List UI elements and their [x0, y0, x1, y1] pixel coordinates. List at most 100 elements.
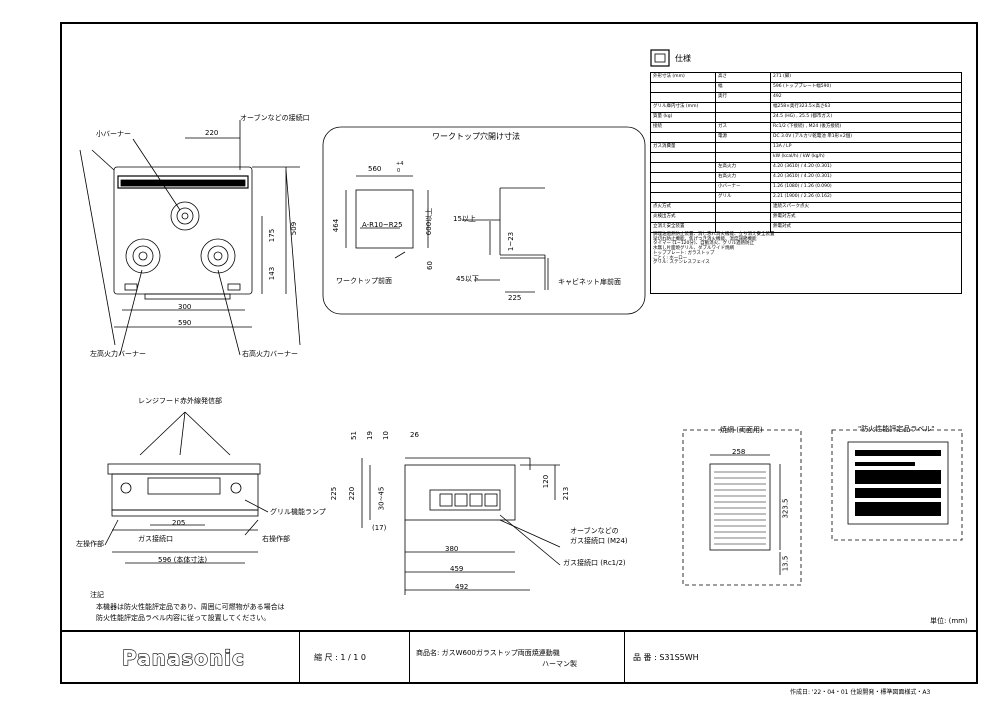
dim-26: 26 — [410, 431, 419, 439]
spec-row: 立消え安全装置 熱電対式 — [650, 222, 962, 233]
spec-note-line: タイマー (1~120分)、自動消火、グリル過熱防止 — [653, 241, 755, 247]
spec-note-line: 調理油過熱防止装置、消し忘れ消火機能、立ち消え安全装置 — [653, 232, 775, 237]
label-worktop-front: ワークトップ前面 — [336, 277, 392, 285]
dim-323: 323.5 — [781, 498, 790, 519]
spec-cell: 質量 (kg) — [650, 112, 716, 123]
scale-text: 縮 尺 : 1 / 1 0 — [314, 653, 366, 662]
product-cell: 商品名: ガスW600ガラストップ両面焼連動機 ハーマン製 — [410, 632, 625, 684]
note-title: 注記 — [90, 591, 104, 599]
label-rangehood: レンジフード赤外線発信部 — [138, 397, 222, 405]
spec-cell: 596 (トッププレート幅590) — [770, 82, 962, 93]
label-gas-port: ガス接続口 — [138, 535, 173, 543]
dim-220: 220 — [205, 129, 219, 137]
spec-cell — [650, 152, 716, 163]
dim-15: 15以上 — [453, 215, 476, 223]
spec-cell — [650, 132, 716, 143]
dim-10: 10 — [381, 431, 390, 440]
product-name: 商品名: ガスW600ガラストップ両面焼連動機 — [416, 649, 560, 657]
dim-220-side: 220 — [348, 486, 357, 501]
spec-cell — [650, 172, 716, 183]
model-number: 品 番 : S31S5WH — [633, 653, 699, 662]
spec-cell: 2.21 (1900) / 2.26 (0.162) — [770, 192, 962, 203]
spec-cell: 4.20 (3610) / 4.20 (0.301) — [770, 172, 962, 183]
spec-cell — [650, 82, 716, 93]
dim-225-worktop: 225 — [508, 294, 522, 302]
dim-560: 560 — [368, 165, 382, 173]
spec-cell: 立消え安全装置 — [650, 222, 716, 233]
spec-cell: 492 — [770, 92, 962, 103]
spec-cell: DC 3.0V (アルカリ乾電池 単1形×2個) — [770, 132, 962, 143]
spec-cell: 右高火力 — [715, 172, 771, 183]
spec-cell — [715, 202, 771, 213]
dim-300: 300 — [178, 303, 192, 311]
spec-cell: 高さ — [715, 72, 771, 83]
scale-cell: 縮 尺 : 1 / 1 0 — [300, 632, 410, 684]
spec-cell — [715, 112, 771, 123]
spec-cell: 接続 — [650, 122, 716, 133]
dim-600: 600以上 — [425, 207, 434, 236]
spec-note-line: グリル: ステンレスフェイス — [653, 260, 710, 266]
dim-492: 492 — [455, 583, 469, 591]
dim-213: 213 — [562, 486, 571, 501]
dim-258: 258 — [732, 448, 746, 456]
dim-51: 51 — [349, 431, 358, 440]
note-line1: 本機器は防火性能評定品であり、周囲に可燃物がある場合は — [96, 603, 285, 611]
label-gas-port-side: ガス接続口 (Rc1/2) — [563, 559, 626, 567]
label-cabinet-front: キャビネット扉前面 — [558, 278, 621, 286]
dim-459: 459 — [450, 565, 464, 573]
dim-464: 464 — [332, 218, 341, 233]
spec-cell: ガス — [715, 122, 771, 133]
spec-cell — [650, 192, 716, 203]
dim-45: 45以下 — [456, 275, 479, 283]
spec-notes: 調理油過熱防止装置、消し忘れ消火機能、立ち消え安全装置早切れ防止機能、焦げつき消… — [650, 232, 962, 294]
spec-cell: 小バーナー — [715, 182, 771, 193]
spec-cell — [715, 142, 771, 153]
model-cell: 品 番 : S31S5WH — [625, 632, 976, 684]
spec-row: 点火方式連続スパーク点火 — [650, 202, 962, 213]
note-line2: 防火性能評定品ラベル内容に従って設置してください。 — [96, 614, 271, 622]
spec-note-line: トッププレート: ガラストップ — [653, 250, 715, 256]
spec-row: 炎検出方式熱電対方式 — [650, 212, 962, 223]
spec-cell: 271 (脚) — [770, 72, 962, 83]
footer-text: 作成日: '22・04・01 住設開発・標準図面様式・A3 — [790, 689, 931, 696]
label-left-burner: 左高火力バーナー — [90, 350, 146, 358]
spec-cell: 外形寸法 (mm) — [650, 72, 716, 83]
product-maker: ハーマン製 — [542, 660, 577, 668]
grill-title: 焼網 (両面用) — [720, 426, 763, 434]
dim-175: 175 — [268, 228, 277, 243]
spec-cell — [715, 152, 771, 163]
spec-cell — [650, 92, 716, 103]
spec-cell: kW (kcal/h) / kW (kg/h) — [770, 152, 962, 163]
brand-logo: Panasonic — [121, 645, 245, 670]
spec-cell: 13A / LP — [770, 142, 962, 153]
spec-cell: 電源 — [715, 132, 771, 143]
brand-cell: Panasonic — [60, 632, 300, 684]
dim-205: 205 — [172, 519, 186, 527]
label-main-size: 596 (本体寸法) — [158, 556, 208, 564]
spec-row: グリル庫内寸法 (mm)幅258×奥行323.5×高さ63 — [650, 102, 962, 113]
worktop-title: ワークトップ穴開け寸法 — [432, 132, 520, 141]
dim-r: A-R10~R25 — [362, 221, 403, 229]
spec-cell: Rc1/2 (下接続) , M24 (後方接続) — [770, 122, 962, 133]
spec-cell — [650, 162, 716, 173]
dim-17: (17) — [372, 524, 387, 532]
dim-560-tol2: 0 — [397, 168, 401, 174]
spec-title: 仕様 — [675, 54, 691, 63]
spec-cell: グリル庫内寸法 (mm) — [650, 102, 716, 113]
spec-note-line: 早切れ防止機能、焦げつき消火機能、温度調節機能 — [653, 236, 757, 242]
spec-cell: 24.5 (HG) , 25.5 (都市ガス) — [770, 112, 962, 123]
spec-cell: 熱電対式 — [770, 222, 962, 233]
spec-cell — [715, 212, 771, 223]
dim-120: 120 — [542, 474, 551, 489]
label-oven-port-side2: ガス接続口 (M24) — [570, 537, 628, 545]
